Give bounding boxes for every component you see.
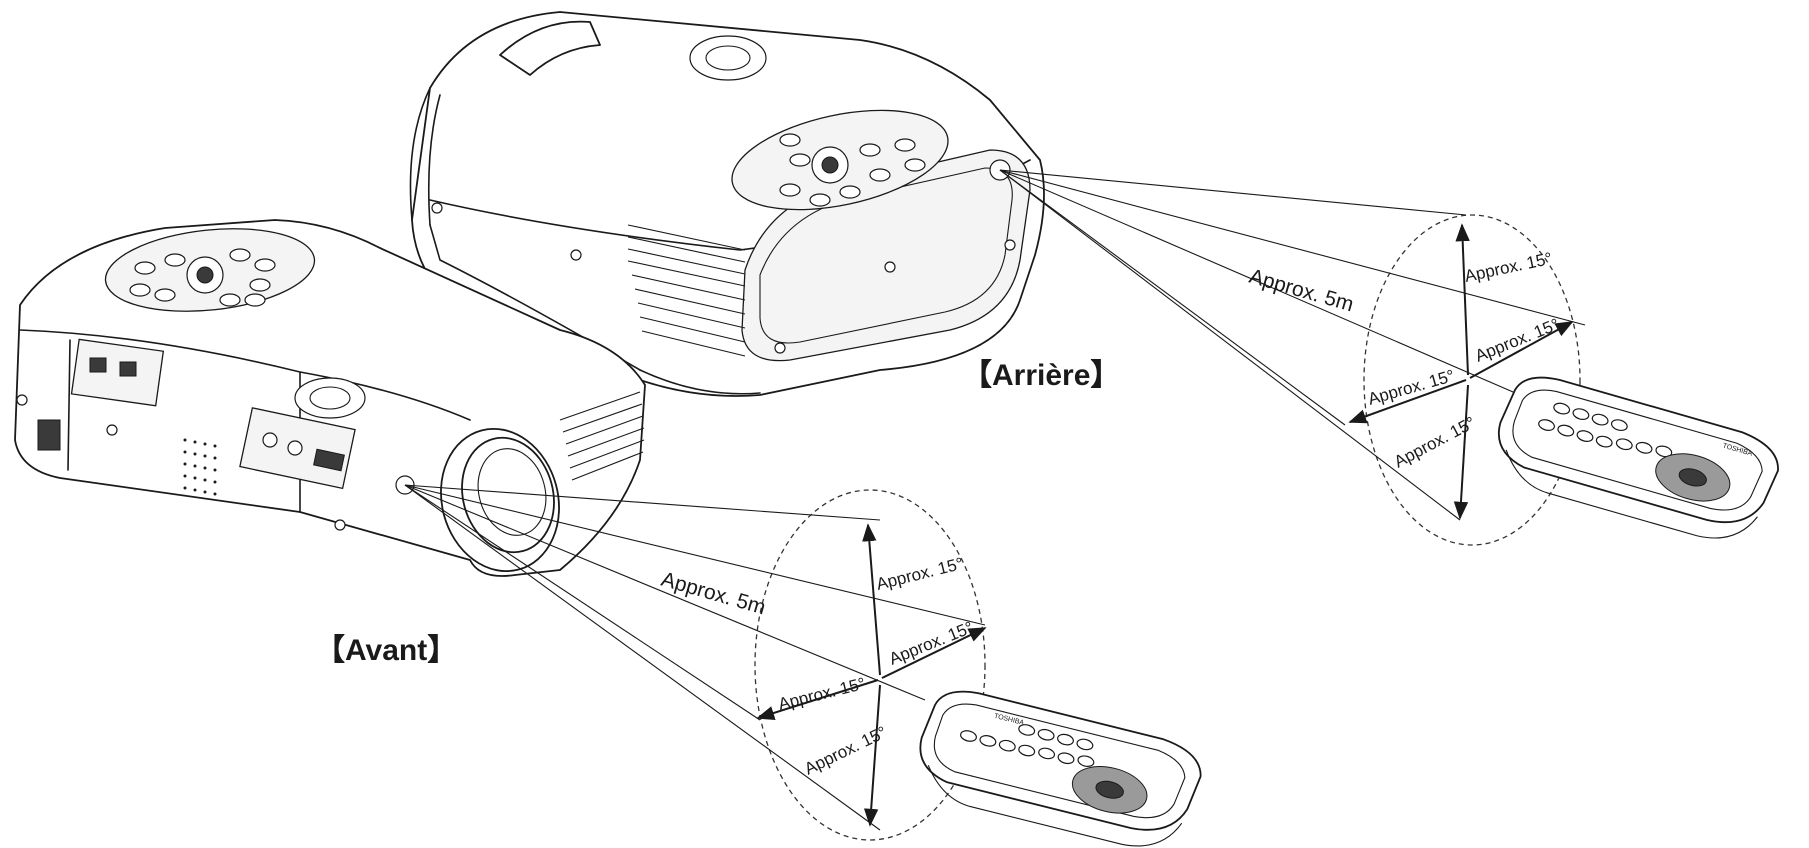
front-angle-top-label: Approx. 15° bbox=[874, 554, 965, 594]
rear-angle-left-label: Approx. 15° bbox=[1366, 366, 1457, 409]
rear-distance-label: Approx. 5m bbox=[1247, 265, 1357, 317]
front-distance-label: Approx. 5m bbox=[659, 568, 769, 620]
rear-range-cone: Approx. 5m Approx. 15° Approx. 15° Appro… bbox=[962, 169, 1586, 546]
rear-angle-top-label: Approx. 15° bbox=[1463, 249, 1554, 286]
rear-angle-right-label: Approx. 15° bbox=[1472, 315, 1562, 366]
front-angle-left-label: Approx. 15° bbox=[776, 674, 867, 714]
rear-view-title: 【Arrière】 bbox=[962, 359, 1120, 392]
front-view-title: 【Avant】 bbox=[315, 634, 457, 667]
front-angle-right-label: Approx. 15° bbox=[886, 618, 976, 669]
remote-control-rear: TOSHIBA bbox=[1498, 376, 1779, 539]
projector-front-view bbox=[14, 219, 646, 577]
remote-control-front: TOSHIBA bbox=[919, 690, 1202, 847]
front-angle-bottom-label: Approx. 15° bbox=[801, 722, 889, 778]
projector-rear-view bbox=[409, 11, 1045, 397]
